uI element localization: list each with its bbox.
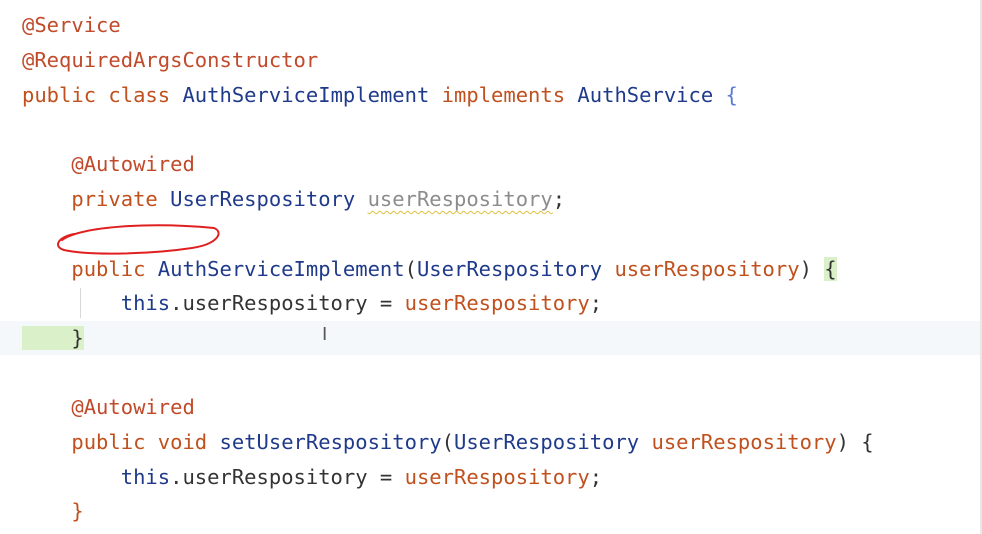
code-line-1[interactable]: @Service bbox=[22, 10, 121, 40]
code-token: @Autowired bbox=[22, 395, 195, 419]
code-token: .userRespository = bbox=[170, 291, 405, 315]
code-token: } bbox=[22, 499, 84, 523]
code-line-7[interactable]: this.userRespository = userRespository; bbox=[22, 288, 602, 318]
code-token: public bbox=[22, 83, 109, 107]
code-token: implements bbox=[441, 83, 578, 107]
code-line-10[interactable]: public void setUserRespository(UserRespo… bbox=[22, 427, 874, 457]
code-token: { bbox=[824, 257, 837, 281]
code-line-8[interactable]: } bbox=[22, 323, 84, 353]
code-line-6[interactable]: public AuthServiceImplement(UserResposit… bbox=[22, 254, 837, 284]
code-token: ( bbox=[404, 257, 417, 281]
code-token: UserRespository bbox=[454, 430, 652, 454]
code-token: void bbox=[157, 430, 220, 454]
code-token: private bbox=[22, 187, 171, 211]
code-token: } bbox=[22, 326, 84, 350]
code-token: ) bbox=[799, 257, 825, 281]
code-token: ; bbox=[589, 291, 603, 315]
code-token: this bbox=[22, 465, 171, 489]
text-cursor-icon: I bbox=[322, 324, 328, 345]
code-token: ( bbox=[441, 430, 454, 454]
red-scribble-annotation bbox=[57, 224, 220, 255]
code-token: userRespository bbox=[404, 291, 590, 315]
indent-guide bbox=[80, 288, 81, 318]
code-token: userRespository bbox=[404, 465, 590, 489]
code-line-9[interactable]: @Autowired bbox=[22, 392, 195, 422]
code-line-12[interactable]: } bbox=[22, 496, 84, 526]
code-token: setUserRespository bbox=[219, 430, 442, 454]
code-token: ; bbox=[552, 187, 566, 211]
code-line-2[interactable]: @RequiredArgsConstructor bbox=[22, 45, 318, 75]
code-token: @Service bbox=[22, 13, 121, 37]
editor-right-edge bbox=[980, 0, 982, 534]
code-token: public bbox=[22, 257, 158, 281]
code-token: this bbox=[22, 291, 171, 315]
code-token: AuthService bbox=[577, 83, 726, 107]
code-line-5[interactable]: private UserRespository userRespository; bbox=[22, 184, 565, 214]
current-line-highlight bbox=[0, 321, 982, 355]
code-token: .userRespository = bbox=[170, 465, 405, 489]
code-token: @RequiredArgsConstructor bbox=[22, 48, 319, 72]
code-token: AuthServiceImplement bbox=[157, 257, 405, 281]
code-token: public bbox=[22, 430, 158, 454]
code-token: AuthServiceImplement bbox=[182, 83, 442, 107]
code-token: { bbox=[725, 83, 738, 107]
code-token: userRespository bbox=[367, 187, 553, 211]
code-token: userRespository bbox=[614, 257, 800, 281]
code-token: ) { bbox=[836, 430, 874, 454]
code-line-4[interactable]: @Autowired bbox=[22, 149, 195, 179]
code-line-11[interactable]: this.userRespository = userRespository; bbox=[22, 462, 602, 492]
code-token: UserRespository bbox=[416, 257, 615, 281]
code-token: ; bbox=[589, 465, 603, 489]
code-token: UserRespository bbox=[170, 187, 368, 211]
code-token: class bbox=[108, 83, 183, 107]
code-token: @Autowired bbox=[22, 152, 195, 176]
code-token: userRespository bbox=[651, 430, 837, 454]
code-line-3[interactable]: public class AuthServiceImplement implem… bbox=[22, 80, 738, 110]
